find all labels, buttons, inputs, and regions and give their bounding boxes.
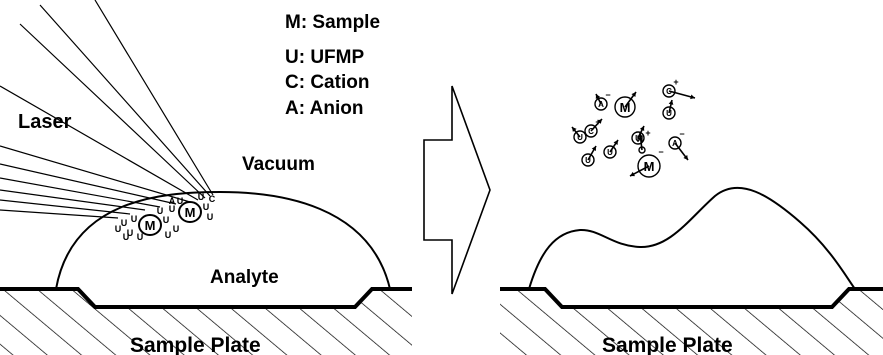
sample-circle-2 <box>178 201 202 223</box>
legend-sample: M: Sample <box>285 12 380 33</box>
legend-cation: C: Cation <box>285 72 369 93</box>
sample-letter-1: M <box>145 218 156 233</box>
ufmp-letter: U <box>123 232 130 242</box>
arrow-head <box>591 146 596 151</box>
ufmp-letter: U <box>115 224 122 234</box>
sample-plate-label-left: Sample Plate <box>130 334 261 355</box>
ufmp-letter: U <box>173 224 180 234</box>
analyte-dome <box>55 190 391 290</box>
anion-letter: A <box>169 196 176 206</box>
charge-sign-1: − <box>605 90 610 100</box>
particle-letter-8: U <box>666 109 672 118</box>
charge-sign-10: − <box>679 129 684 139</box>
text-labels: M: Sample U: UFMP C: Cation A: Anion Las… <box>18 12 733 355</box>
particle-letter-5: U <box>607 148 613 157</box>
sample-plate-right <box>500 289 883 355</box>
proton-sign: + <box>645 128 650 138</box>
cation-letter: C <box>209 194 216 204</box>
arrow-head <box>639 126 645 131</box>
matrix-cluster <box>138 201 202 236</box>
charge-sign-9: − <box>658 147 663 157</box>
ufmp-letter: U <box>127 228 134 238</box>
legend-anion: A: Anion <box>285 98 363 119</box>
ufmp-letter: U <box>198 192 205 202</box>
charge-sign-3: + <box>595 117 600 127</box>
laser-beams <box>0 0 214 219</box>
arrow-head <box>597 119 602 124</box>
ufmp-letter: U <box>137 232 144 242</box>
ufmp-letter: U <box>207 212 214 222</box>
ufmp-letter: U <box>203 202 210 212</box>
motion-arrow-7 <box>668 90 696 99</box>
arrow-head <box>638 133 643 138</box>
arrow-head <box>668 100 674 105</box>
ufmp-letter: U <box>177 196 184 206</box>
particle-letter-6: U <box>635 134 641 143</box>
ufmp-letter: U <box>169 204 176 214</box>
ufmp-letter: U <box>163 215 170 225</box>
arrow-head <box>683 155 688 160</box>
plate-surface-right <box>500 287 883 309</box>
particle-letter-3: C <box>588 127 594 136</box>
sample-circle-1 <box>138 214 162 236</box>
sample-plate-left <box>0 289 412 355</box>
ufmp-letter: U <box>157 206 164 216</box>
ufmp-letter: U <box>131 214 138 224</box>
particle-letter-2: M <box>620 100 631 115</box>
particle-letter-4: U <box>585 156 591 165</box>
right-panel <box>500 186 883 355</box>
particle-letter-0: U <box>577 133 583 142</box>
arrow-head <box>572 127 577 132</box>
plate-surface-left <box>0 287 412 309</box>
sample-letter-2: M <box>185 205 196 220</box>
legend-ufmp: U: UFMP <box>285 47 364 68</box>
ufmp-letter: U <box>165 230 172 240</box>
arrow-head <box>630 171 635 177</box>
left-panel <box>0 0 412 355</box>
charge-sign-7: + <box>673 77 678 87</box>
arrow-head <box>631 92 636 97</box>
arrow-head <box>595 94 601 99</box>
sample-plate-label-right: Sample Plate <box>602 334 733 355</box>
deformed-analyte <box>528 186 856 290</box>
vacuum-label: Vacuum <box>242 154 315 175</box>
ufmp-letter: U <box>121 218 128 228</box>
arrow-head <box>690 94 695 100</box>
arrow-head <box>613 140 618 145</box>
laser-label: Laser <box>18 111 72 133</box>
transition-arrow <box>423 85 491 295</box>
particle-letter-1: A <box>598 100 604 109</box>
analyte-label: Analyte <box>210 267 279 288</box>
